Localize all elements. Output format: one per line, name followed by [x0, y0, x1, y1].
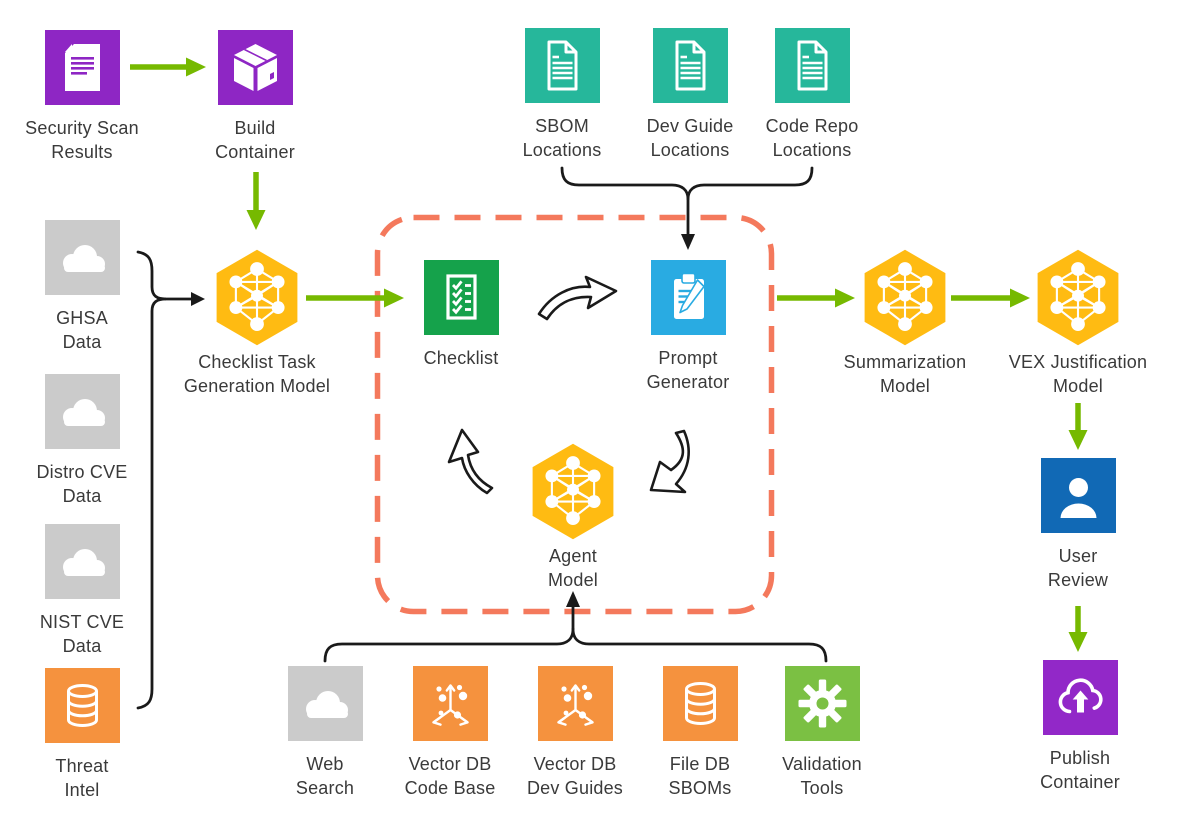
green-flow-arrows — [130, 64, 1081, 634]
top-locations-brace — [560, 166, 814, 240]
node-label: Security Scan Results — [25, 118, 139, 162]
node-label: Publish Container — [1040, 748, 1120, 792]
vector-scatter-icon — [412, 666, 488, 741]
cloud-icon — [287, 666, 363, 741]
clipboard-pencil-icon — [650, 260, 726, 335]
node-security-scan-results: Security Scan Results — [0, 30, 167, 165]
left-sources-brace — [136, 250, 195, 710]
document-outline-icon — [652, 28, 728, 103]
green-arrowheads — [186, 57, 1088, 652]
cloud-icon — [44, 220, 120, 295]
database-icon — [44, 668, 120, 743]
node-label: VEX Justification Model — [1008, 352, 1148, 396]
node-label: Threat Intel — [55, 756, 109, 800]
node-label: Checklist Task Generation Model — [183, 352, 331, 396]
node-summarization-model: Summarization Model — [820, 247, 990, 399]
node-web-search: Web Search — [240, 666, 410, 801]
node-label: Validation Tools — [782, 754, 862, 798]
vector-scatter-icon — [537, 666, 613, 741]
gear-icon — [784, 666, 860, 741]
loop-sketch-arrows — [447, 275, 690, 495]
node-label: Dev Guide Locations — [646, 116, 734, 160]
node-dev-guide-locations: Dev Guide Locations — [605, 28, 775, 163]
cloud-icon — [44, 524, 120, 599]
node-sbom-locations: SBOM Locations — [477, 28, 647, 163]
node-file-db-sboms: File DB SBOMs — [615, 666, 785, 801]
node-prompt-generator: Prompt Generator — [603, 260, 773, 395]
node-code-repo-locations: Code Repo Locations — [727, 28, 897, 163]
bottom-brace-arrowhead — [566, 591, 580, 607]
container-box-icon — [217, 30, 293, 105]
node-agent-model: Agent Model — [488, 441, 658, 593]
node-label: Distro CVE Data — [36, 462, 128, 506]
node-vex-justification-model: VEX Justification Model — [993, 247, 1163, 399]
node-label: NIST CVE Data — [39, 612, 125, 656]
node-label: User Review — [1047, 546, 1109, 590]
node-nist-cve-data: NIST CVE Data — [0, 524, 167, 659]
node-distro-cve-data: Distro CVE Data — [0, 374, 167, 509]
model-hexagon-icon — [531, 442, 615, 541]
person-icon — [1040, 458, 1116, 533]
model-hexagon-icon — [863, 248, 947, 347]
document-icon — [44, 30, 120, 105]
node-threat-intel: Threat Intel — [0, 668, 167, 803]
model-hexagon-icon — [1036, 248, 1120, 347]
node-label: SBOM Locations — [522, 116, 602, 160]
document-outline-icon — [774, 28, 850, 103]
cloud-upload-icon — [1042, 660, 1118, 735]
node-vector-db-code-base: Vector DB Code Base — [365, 666, 535, 801]
node-label: Build Container — [215, 118, 295, 162]
node-user-review: User Review — [993, 458, 1163, 593]
cloud-icon — [44, 374, 120, 449]
node-vector-db-dev-guides: Vector DB Dev Guides — [490, 666, 660, 801]
node-publish-container: Publish Container — [995, 660, 1165, 795]
node-build-container: Build Container — [170, 30, 340, 165]
node-label: GHSA Data — [56, 308, 108, 352]
model-hexagon-icon — [215, 248, 299, 347]
node-validation-tools: Validation Tools — [737, 666, 907, 801]
node-checklist-task-generation-model: Checklist Task Generation Model — [172, 247, 342, 399]
node-label: Web Search — [295, 754, 355, 798]
checklist-icon — [423, 260, 499, 335]
node-label: Code Repo Locations — [765, 116, 859, 160]
top-brace-arrowhead — [681, 234, 695, 250]
left-brace-arrowhead — [191, 292, 205, 306]
bottom-tools-brace — [323, 601, 828, 663]
node-label: Vector DB Code Base — [404, 754, 496, 798]
node-ghsa-data: GHSA Data — [0, 220, 167, 355]
database-icon — [662, 666, 738, 741]
node-label: File DB SBOMs — [668, 754, 732, 798]
node-label: Agent Model — [547, 546, 599, 590]
node-checklist: Checklist — [376, 260, 546, 371]
node-label: Prompt Generator — [646, 348, 730, 392]
agent-loop-dashed-box — [374, 214, 775, 615]
node-label: Vector DB Dev Guides — [526, 754, 624, 798]
document-outline-icon — [524, 28, 600, 103]
node-label: Checklist — [423, 348, 499, 368]
node-label: Summarization Model — [843, 352, 967, 396]
